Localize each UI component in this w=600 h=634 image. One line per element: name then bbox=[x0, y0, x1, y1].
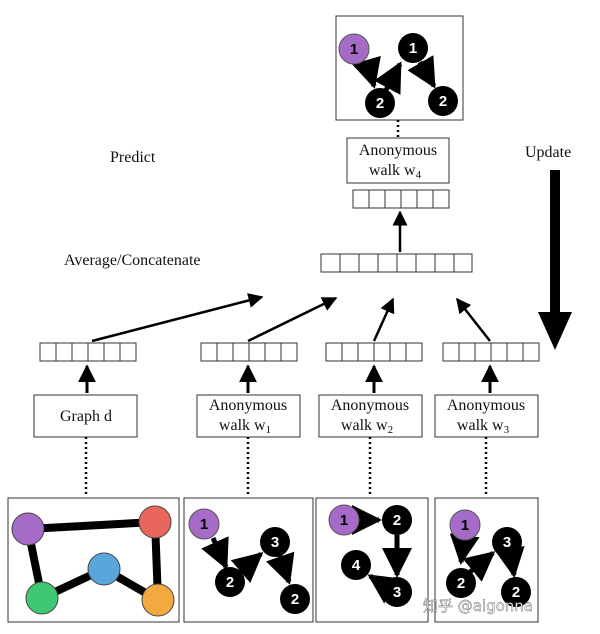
walk-w2-node-label: 1 bbox=[340, 512, 348, 529]
graph-node-blue bbox=[87, 552, 121, 586]
walk-w2-node bbox=[382, 505, 412, 535]
walk-w3-node bbox=[449, 509, 481, 541]
walk-w2-subscript: 2 bbox=[388, 424, 394, 436]
walk-w3-node-label: 2 bbox=[457, 575, 465, 592]
graph-node-purple bbox=[11, 512, 45, 546]
walk-w3-node bbox=[501, 577, 531, 607]
walk-w1-vector bbox=[200, 342, 298, 362]
graph-box: Graph d bbox=[33, 394, 138, 438]
walk-w2-box: Anonymous walk w2 bbox=[318, 394, 423, 438]
walk-w2-node-label: 3 bbox=[393, 584, 401, 601]
walk-w4-line2: walk w4 bbox=[369, 162, 422, 181]
graph-node-red bbox=[138, 505, 172, 539]
walk-w3-panel: 1 3 2 2 bbox=[434, 497, 539, 623]
walk-w3-node-label: 1 bbox=[461, 517, 469, 534]
walk-w4-node bbox=[338, 33, 370, 65]
walk-w1-node bbox=[280, 584, 310, 614]
walk-w4-node-label: 2 bbox=[439, 93, 447, 110]
walk-w4-node-label: 1 bbox=[409, 40, 417, 57]
walk-w2-vector bbox=[325, 342, 423, 362]
walk-w1-node bbox=[188, 508, 220, 540]
walk-w4-vector bbox=[352, 189, 450, 209]
walk-w3-vector bbox=[442, 342, 540, 362]
walk-w3-box: Anonymous walk w3 bbox=[434, 394, 539, 438]
walk-w4-node bbox=[398, 33, 428, 63]
walk-w2-panel: 1 2 4 3 bbox=[315, 497, 429, 623]
walk-w3-subscript: 3 bbox=[504, 424, 510, 436]
walk-w2-line1: Anonymous bbox=[331, 397, 409, 414]
walk-w1-line1: Anonymous bbox=[209, 397, 287, 414]
walk-w4-node bbox=[428, 86, 458, 116]
graph-vector bbox=[39, 342, 137, 362]
walk-w3-node bbox=[446, 568, 476, 598]
walk-w3-node-label: 3 bbox=[503, 534, 511, 551]
walk-w4-node-label: 1 bbox=[350, 41, 358, 58]
walk-w2-line2: walk w2 bbox=[341, 417, 393, 436]
walk-w3-line1: Anonymous bbox=[447, 397, 525, 414]
walk-w2-node bbox=[341, 550, 371, 580]
walk-w1-node-label: 1 bbox=[200, 516, 208, 533]
watermark: 知乎 @aigonna bbox=[423, 597, 533, 615]
walk-w2-node-label: 2 bbox=[393, 512, 401, 529]
walk-w1-node bbox=[260, 527, 290, 557]
walk-w4-subscript: 4 bbox=[416, 169, 422, 181]
predict-label: Predict bbox=[110, 149, 156, 166]
walk-w1-node-label: 2 bbox=[226, 574, 234, 591]
walk-w3-line2: walk w3 bbox=[457, 417, 510, 436]
walk-w3-node bbox=[492, 527, 522, 557]
walk-w1-subscript: 1 bbox=[266, 424, 272, 436]
walk-w4-box: Anonymous walk w4 bbox=[346, 137, 450, 184]
walk-w4-node-label: 2 bbox=[376, 95, 384, 112]
walk-w2-node-label: 4 bbox=[352, 557, 361, 574]
walk-w1-node-label: 2 bbox=[291, 591, 299, 608]
walk-w1-node bbox=[215, 567, 245, 597]
walk-w1-node-label: 3 bbox=[271, 534, 279, 551]
graph-label: Graph d bbox=[60, 408, 112, 425]
update-label: Update bbox=[525, 144, 571, 161]
walk-w1-box: Anonymous walk w1 bbox=[196, 394, 301, 438]
graph-node-orange bbox=[141, 583, 175, 617]
walk-w3-node-label: 2 bbox=[512, 584, 520, 601]
walk-w4-line1: Anonymous bbox=[359, 142, 437, 159]
walk-w2-node bbox=[382, 577, 412, 607]
walk-w1-line2: walk w1 bbox=[219, 417, 271, 436]
walk-w4-node bbox=[365, 88, 395, 118]
graph-panel bbox=[7, 497, 180, 623]
average-concatenate-label: Average/Concatenate bbox=[64, 252, 201, 269]
walk-w2-node bbox=[328, 504, 360, 536]
update-arrow bbox=[538, 170, 572, 350]
walk-w1-panel: 1 3 2 2 bbox=[183, 497, 314, 623]
walk-w4-panel: 1 1 2 2 bbox=[335, 15, 464, 121]
average-vector bbox=[320, 253, 473, 273]
graph-node-green bbox=[25, 581, 59, 615]
